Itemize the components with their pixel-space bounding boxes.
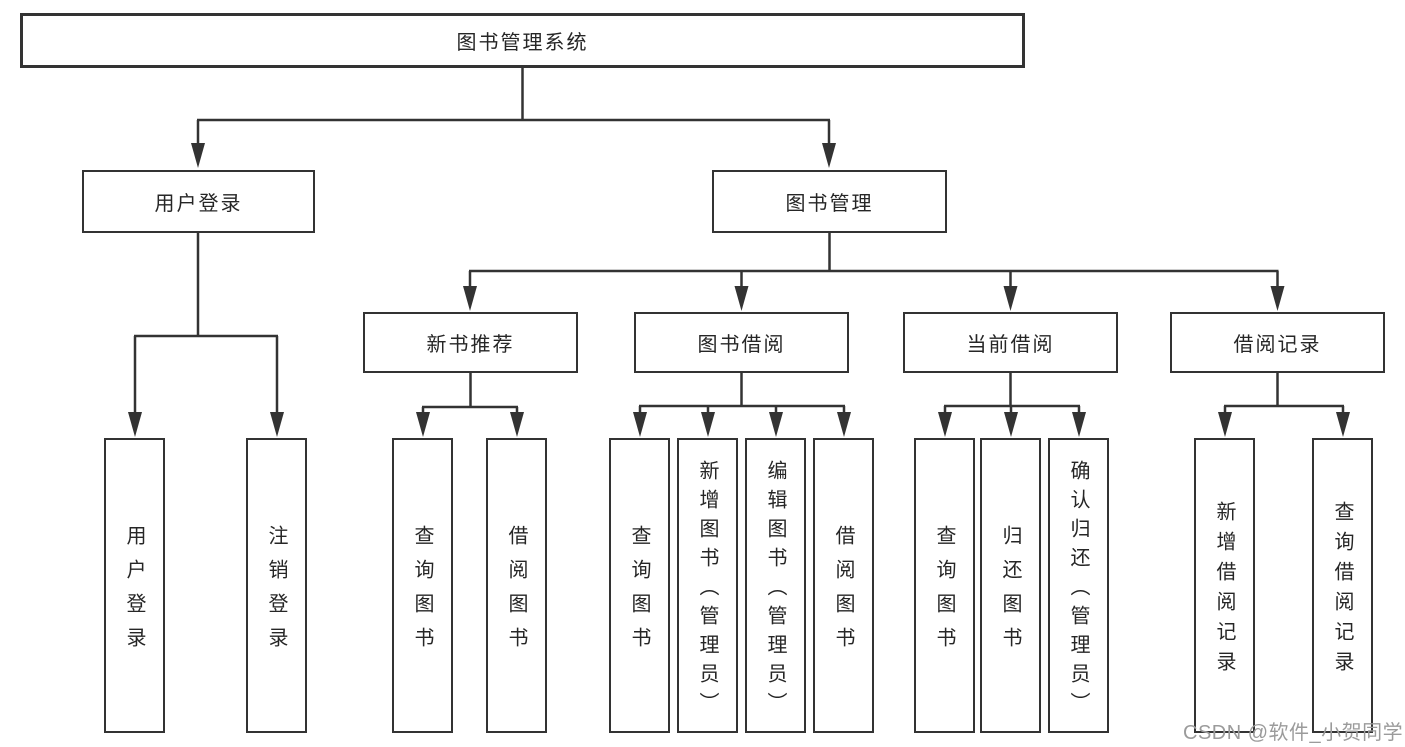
node-label: 用户登录 bbox=[123, 524, 145, 661]
node-label: 用户登录 bbox=[154, 193, 243, 215]
node-label: 确认归还（管理员） bbox=[1067, 459, 1089, 721]
node-label: 查询图书 bbox=[933, 524, 955, 661]
leaf-borrow-books-borrow: 借阅图书 bbox=[813, 438, 874, 733]
leaf-user-login: 用户登录 bbox=[104, 438, 165, 733]
leaf-query-books-recommend: 查询图书 bbox=[392, 438, 453, 733]
leaf-query-books-borrow: 查询图书 bbox=[609, 438, 670, 733]
watermark: CSDN @软件_小贺同学 bbox=[1183, 722, 1404, 744]
node-label: 图书借阅 bbox=[697, 334, 786, 356]
node-new-book-recommend: 新书推荐 bbox=[363, 312, 578, 373]
node-label: 图书管理系统 bbox=[456, 32, 589, 54]
leaf-query-borrow-record: 查询借阅记录 bbox=[1312, 438, 1373, 733]
node-label: 图书管理 bbox=[785, 193, 874, 215]
node-label: 借阅记录 bbox=[1233, 334, 1322, 356]
node-label: 归还图书 bbox=[999, 524, 1021, 661]
node-library-management-system: 图书管理系统 bbox=[20, 13, 1025, 68]
node-user-login: 用户登录 bbox=[82, 170, 315, 233]
node-label: 新增图书（管理员） bbox=[696, 459, 718, 721]
node-book-borrow: 图书借阅 bbox=[634, 312, 849, 373]
node-label: 查询图书 bbox=[411, 524, 433, 661]
node-label: 借阅图书 bbox=[505, 524, 527, 661]
node-label: 编辑图书（管理员） bbox=[764, 459, 786, 721]
node-label: 查询借阅记录 bbox=[1331, 500, 1353, 681]
node-label: 查询图书 bbox=[628, 524, 650, 661]
node-book-management: 图书管理 bbox=[712, 170, 947, 233]
node-label: 注销登录 bbox=[265, 524, 287, 661]
leaf-add-book-admin: 新增图书（管理员） bbox=[677, 438, 738, 733]
node-label: 借阅图书 bbox=[832, 524, 854, 661]
node-label: 新增借阅记录 bbox=[1213, 500, 1235, 681]
leaf-edit-book-admin: 编辑图书（管理员） bbox=[745, 438, 806, 733]
node-label: 新书推荐 bbox=[426, 334, 515, 356]
leaf-query-books-current: 查询图书 bbox=[914, 438, 975, 733]
leaf-borrow-books-recommend: 借阅图书 bbox=[486, 438, 547, 733]
leaf-logout: 注销登录 bbox=[246, 438, 307, 733]
node-current-borrow: 当前借阅 bbox=[903, 312, 1118, 373]
leaf-confirm-return-admin: 确认归还（管理员） bbox=[1048, 438, 1109, 733]
node-label: 当前借阅 bbox=[966, 334, 1055, 356]
node-borrow-records: 借阅记录 bbox=[1170, 312, 1385, 373]
leaf-return-book: 归还图书 bbox=[980, 438, 1041, 733]
leaf-add-borrow-record: 新增借阅记录 bbox=[1194, 438, 1255, 733]
